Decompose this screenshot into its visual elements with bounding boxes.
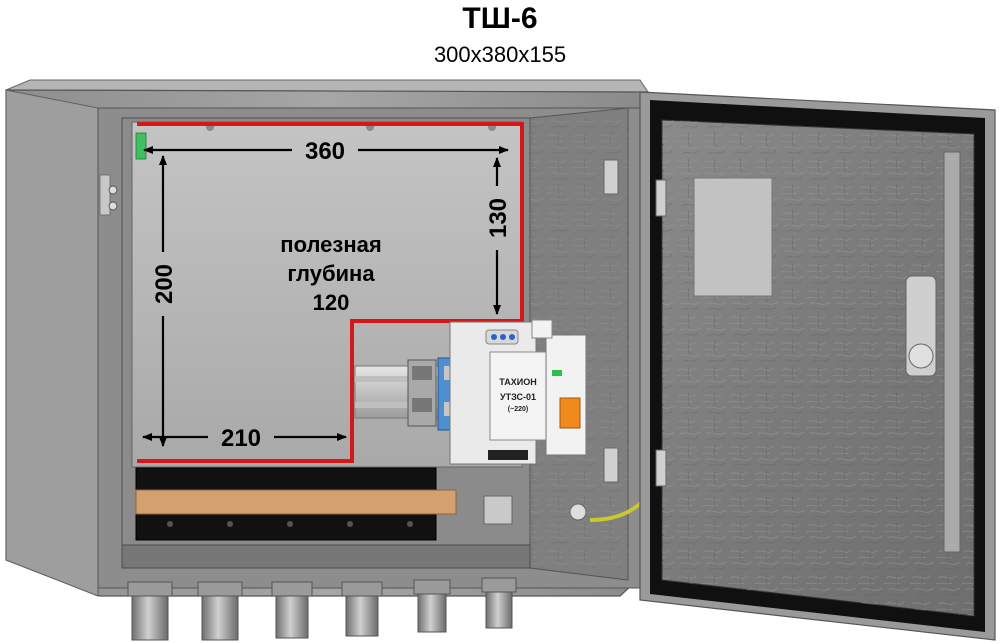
cabinet-door bbox=[603, 91, 996, 641]
device-model: УТЗС-01 bbox=[500, 392, 536, 402]
dim-height-left: 200 bbox=[151, 264, 178, 304]
dim-width-top: 360 bbox=[305, 138, 345, 165]
dimension-lines bbox=[142, 146, 509, 447]
protection-device: ТАХИОН УТЗС-01 (~220) bbox=[449, 321, 547, 465]
usable-area-outline bbox=[137, 122, 524, 463]
cable-glands bbox=[127, 577, 517, 641]
dim-height-right: 130 bbox=[485, 198, 512, 238]
earth-terminal bbox=[135, 132, 147, 160]
dim-width-bottom: 210 bbox=[221, 425, 261, 452]
cabinet-title: ТШ-6 bbox=[462, 2, 538, 35]
circuit-breaker bbox=[531, 319, 587, 456]
usable-depth-line1: полезная bbox=[280, 232, 381, 257]
busbar bbox=[135, 467, 457, 541]
usable-depth-value: 120 bbox=[313, 290, 350, 315]
cabinet-size: 300x380x155 bbox=[433, 42, 567, 67]
device-brand: ТАХИОН bbox=[499, 377, 536, 387]
usable-depth-line2: глубина bbox=[287, 261, 375, 286]
device-voltage: (~220) bbox=[508, 406, 528, 413]
